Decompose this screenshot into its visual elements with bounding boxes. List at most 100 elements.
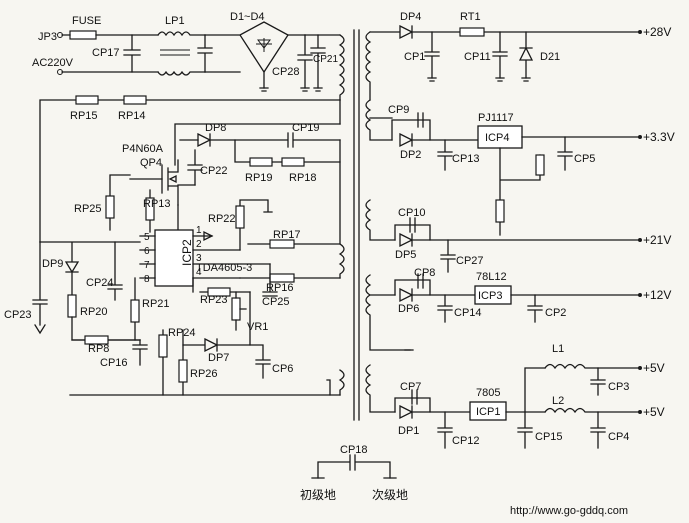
rp17-resistor xyxy=(269,239,295,249)
label-cp24: CP24 xyxy=(86,277,114,289)
label-l1: L1 xyxy=(552,343,564,355)
rp26-resistor xyxy=(178,359,188,383)
pin-5: 5 xyxy=(144,232,150,243)
label-dp2: DP2 xyxy=(400,149,421,161)
icp2-ic xyxy=(154,229,194,287)
label-cp9: CP9 xyxy=(388,104,409,116)
label-cp6: CP6 xyxy=(272,363,293,375)
label-cp11: CP11 xyxy=(464,51,491,63)
transformer-core xyxy=(353,29,360,421)
label-dp9: DP9 xyxy=(42,258,63,270)
label-cp13: CP13 xyxy=(452,153,480,165)
label-rp15: RP15 xyxy=(70,110,98,122)
label-pj1117: PJ1117 xyxy=(478,112,514,124)
label-dp8: DP8 xyxy=(205,122,226,134)
label-rt1: RT1 xyxy=(460,11,481,23)
pin-2: 2 xyxy=(196,239,202,250)
rp22-resistor xyxy=(235,205,245,229)
output-5v-b: +5V xyxy=(643,405,665,419)
vr1-potentiometer xyxy=(231,297,241,321)
label-l2: L2 xyxy=(552,395,564,407)
label-icp2: ICP2 xyxy=(180,239,194,266)
label-cp28: CP28 xyxy=(272,66,300,78)
label-cp16: CP16 xyxy=(100,357,128,369)
rp8-resistor xyxy=(84,335,109,345)
pin-4: 4 xyxy=(196,267,202,278)
label-fuse: FUSE xyxy=(72,15,101,27)
rp23-resistor xyxy=(207,287,231,297)
label-cp14: CP14 xyxy=(454,307,482,319)
rp24-resistor xyxy=(158,334,168,358)
label-cp15: CP15 xyxy=(535,431,563,443)
label-rp17: RP17 xyxy=(273,229,301,241)
label-rp22: RP22 xyxy=(208,213,236,225)
label-rp13: RP13 xyxy=(143,198,171,210)
icp1-regulator xyxy=(469,401,507,421)
label-cp21: CP21 xyxy=(313,54,338,65)
output-28v: +28V xyxy=(643,25,671,39)
output-5v-a: +5V xyxy=(643,361,665,375)
label-rp24: RP24 xyxy=(168,327,196,339)
label-tda4605: TDA4605-3 xyxy=(196,262,252,274)
label-icp3: ICP3 xyxy=(478,290,502,302)
label-cp27: CP27 xyxy=(456,255,484,267)
ac-input-section xyxy=(57,21,341,92)
rp13-resistor xyxy=(145,197,155,221)
label-cp25: CP25 xyxy=(262,296,290,308)
label-dp1: DP1 xyxy=(398,425,419,437)
pin-8: 8 xyxy=(144,274,150,285)
label-qp4: QP4 xyxy=(140,157,162,169)
label-cp8: CP8 xyxy=(414,267,435,279)
watermark-url: http://www.go-gddq.com xyxy=(510,505,628,517)
label-dp6: DP6 xyxy=(398,303,419,315)
label-cp18: CP18 xyxy=(340,444,368,456)
label-cp4: CP4 xyxy=(608,431,629,443)
label-ac220v: AC220V xyxy=(32,57,74,69)
label-cp17: CP17 xyxy=(92,47,120,59)
primary-section xyxy=(32,34,345,396)
ground-isolation xyxy=(311,454,397,479)
secondary-section xyxy=(365,24,642,449)
rp21-resistor xyxy=(130,299,140,323)
label-7805: 7805 xyxy=(476,387,500,399)
pj1117-low-resistor xyxy=(495,199,505,223)
label-rp19: RP19 xyxy=(245,172,273,184)
fuse-symbol xyxy=(69,30,97,40)
rp15-resistor xyxy=(75,95,99,105)
label-cp3: CP3 xyxy=(608,381,629,393)
label-rp25: RP25 xyxy=(74,203,102,215)
label-cp10: CP10 xyxy=(398,207,426,219)
label-rp14: RP14 xyxy=(118,110,146,122)
output-3v3: +3.3V xyxy=(643,130,675,144)
label-dp4: DP4 xyxy=(400,11,421,23)
label-cp2: CP2 xyxy=(545,307,566,319)
label-jp3: JP3 xyxy=(38,31,57,43)
rp18-resistor xyxy=(281,157,305,167)
label-cp7: CP7 xyxy=(400,381,421,393)
rp25-resistor xyxy=(105,195,115,219)
label-cp1: CP1 xyxy=(404,51,425,63)
pin-6: 6 xyxy=(144,246,150,257)
pj1117-adj-resistor xyxy=(535,154,545,176)
label-icp4: ICP4 xyxy=(485,132,509,144)
label-p4n60a: P4N60A xyxy=(122,143,164,155)
rt1-thermistor xyxy=(459,27,485,37)
label-d21: D21 xyxy=(540,51,560,63)
label-rp8: RP8 xyxy=(88,343,109,355)
label-cp22: CP22 xyxy=(200,165,228,177)
rp20-resistor xyxy=(67,294,77,318)
label-vr1: VR1 xyxy=(247,321,268,333)
label-rp18: RP18 xyxy=(289,172,317,184)
rp16-resistor xyxy=(269,273,295,283)
pin-3: 3 xyxy=(196,253,202,264)
label-rp23: RP23 xyxy=(200,294,228,306)
label-dp5: DP5 xyxy=(395,249,416,261)
label-d1-d4: D1~D4 xyxy=(230,11,265,23)
label-78l12: 78L12 xyxy=(476,271,507,283)
label-secondary-ground: 次级地 xyxy=(372,488,408,502)
component-labels: FUSE JP3 AC220V CP17 LP1 D1~D4 CP21 CP28… xyxy=(4,11,675,517)
label-cp23: CP23 xyxy=(4,309,32,321)
label-icp1: ICP1 xyxy=(476,406,500,418)
